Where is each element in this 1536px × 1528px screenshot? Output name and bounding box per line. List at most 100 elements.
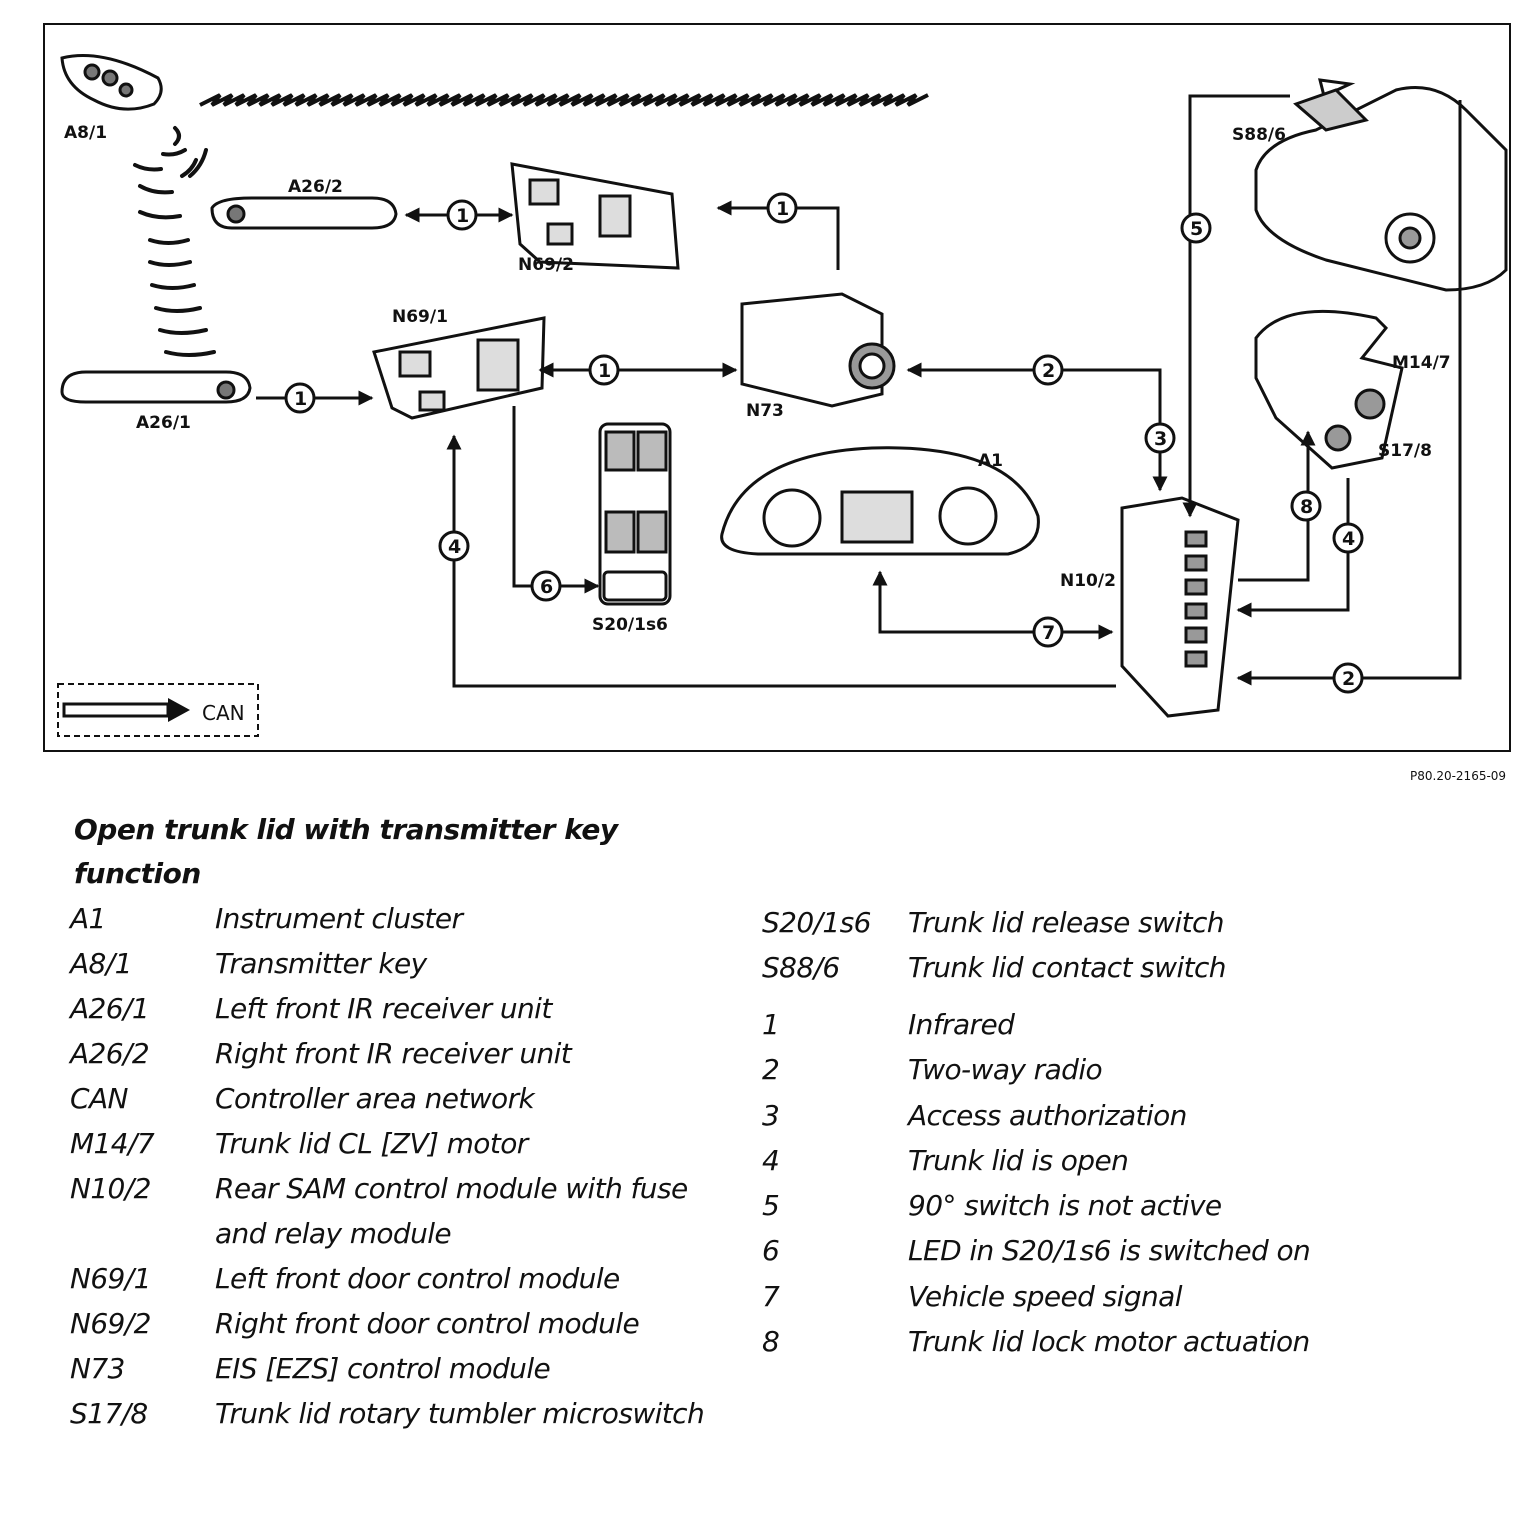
label-s20-1s6: S20/1s6 <box>592 615 668 635</box>
legend-code: 5 <box>762 1189 780 1223</box>
legend-desc: Vehicle speed signal <box>908 1279 1182 1313</box>
legend-desc: Instrument cluster <box>215 902 463 935</box>
signal-number-markers <box>284 192 1364 694</box>
legend-desc: Access authorization <box>908 1098 1187 1132</box>
can-key-label: CAN <box>202 701 245 725</box>
legend-desc: Two-way radio <box>908 1053 1103 1087</box>
legend-desc: Trunk lid release switch <box>908 906 1224 939</box>
legend-code: 3 <box>762 1098 780 1132</box>
legend-item: A26/2 Right front IR receiver unit <box>70 1031 730 1076</box>
legend-code: S88/6 <box>762 951 840 984</box>
legend-code: 6 <box>762 1234 780 1268</box>
legend: Open trunk lid with transmitter key func… <box>0 800 1536 1528</box>
legend-item: N69/2 Right front door control module <box>70 1301 730 1346</box>
legend-desc: Trunk lid rotary tumbler microswitch <box>215 1397 705 1430</box>
label-n73: N73 <box>746 401 784 421</box>
label-a1: A1 <box>978 451 1003 471</box>
rear-sam-module-icon <box>1120 496 1240 718</box>
infrared-arcs <box>133 126 216 357</box>
svg-text:1: 1 <box>776 198 789 220</box>
legend-item: S17/8 Trunk lid rotary tumbler microswitc… <box>70 1391 730 1436</box>
can-key-arrow <box>62 698 190 722</box>
door-module-left-icon <box>372 316 546 420</box>
legend-desc: 90° switch is not active <box>908 1189 1222 1223</box>
legend-desc: Right front IR receiver unit <box>215 1037 572 1070</box>
legend-desc: Left front IR receiver unit <box>215 992 552 1025</box>
legend-code: 1 <box>762 1008 780 1041</box>
legend-code: A26/2 <box>70 1037 150 1070</box>
legend-item: S20/1s6 Trunk lid release switch <box>762 900 1462 945</box>
legend-title: Open trunk lid with transmitter key func… <box>74 813 618 890</box>
legend-desc: EIS [EZS] control module <box>215 1352 551 1385</box>
eis-module-icon <box>740 292 896 408</box>
legend-desc: LED in S20/1s6 is switched on <box>908 1234 1311 1268</box>
label-n69-1: N69/1 <box>392 307 448 327</box>
label-s17-8: S17/8 <box>1378 441 1432 461</box>
instrument-cluster-icon <box>720 446 1040 556</box>
label-n10-2: N10/2 <box>1060 571 1116 591</box>
legend-code: A8/1 <box>70 947 132 980</box>
legend-right-components: S20/1s6 Trunk lid release switch S88/6 Tru… <box>762 900 1462 990</box>
legend-item: N10/2 Rear SAM control module with fuse a… <box>70 1166 730 1256</box>
ir-receiver-right-icon <box>210 196 398 230</box>
legend-desc: Left front door control module <box>215 1262 620 1295</box>
legend-code: S20/1s6 <box>762 906 871 939</box>
legend-code: N10/2 <box>70 1172 151 1205</box>
figure-code: P80.20-2165-09 <box>1410 769 1506 783</box>
legend-item: N69/1 Left front door control module <box>70 1256 730 1301</box>
legend-code: N69/1 <box>70 1262 151 1295</box>
legend-desc: Right front door control module <box>215 1307 640 1340</box>
legend-item: 5 90° switch is not active <box>762 1183 1462 1228</box>
legend-item: 6 LED in S20/1s6 is switched on <box>762 1228 1462 1273</box>
svg-text:2: 2 <box>1042 360 1055 382</box>
label-a26-1: A26/1 <box>136 413 191 433</box>
legend-desc: Trunk lid lock motor actuation <box>908 1325 1310 1359</box>
legend-desc: Controller area network <box>215 1082 535 1115</box>
legend-desc: Trunk lid CL [ZV] motor <box>215 1127 528 1160</box>
svg-text:2: 2 <box>1342 668 1355 690</box>
legend-code: A26/1 <box>70 992 150 1025</box>
legend-desc: Trunk lid contact switch <box>908 951 1227 984</box>
svg-text:7: 7 <box>1042 622 1055 644</box>
infrared-wave <box>199 93 929 107</box>
label-a8-1: A8/1 <box>64 123 107 143</box>
legend-desc: Infrared <box>908 1008 1015 1041</box>
legend-item: A8/1 Transmitter key <box>70 941 730 986</box>
transmitter-key-icon <box>60 54 163 111</box>
legend-code: 2 <box>762 1053 780 1087</box>
svg-text:1: 1 <box>294 388 307 410</box>
svg-text:1: 1 <box>456 205 469 227</box>
legend-item: S88/6 Trunk lid contact switch <box>762 945 1462 990</box>
svg-text:8: 8 <box>1300 496 1313 518</box>
diagram-frame <box>43 23 1511 752</box>
can-key-box <box>57 683 259 737</box>
legend-desc: Transmitter key <box>215 947 427 980</box>
door-module-right-icon <box>510 162 680 270</box>
legend-right-signals: 1 Infrared 2 Two-way radio 3 Access authori… <box>762 1002 1462 1364</box>
label-s88-6: S88/6 <box>1232 125 1286 145</box>
legend-item: A26/1 Left front IR receiver unit <box>70 986 730 1031</box>
label-a26-2: A26/2 <box>288 177 343 197</box>
legend-item: 1 Infrared <box>762 1002 1462 1047</box>
legend-desc: Rear SAM control module with fuse and re… <box>215 1172 688 1250</box>
svg-text:5: 5 <box>1190 218 1203 240</box>
svg-text:4: 4 <box>448 536 461 558</box>
system-diagram: A8/1 A26/2 A26/1 N69/2 N69/1 N73 S20/1 <box>43 23 1511 783</box>
legend-code: 8 <box>762 1325 780 1359</box>
legend-code: S17/8 <box>70 1397 148 1430</box>
ir-receiver-left-icon <box>60 370 252 404</box>
svg-text:3: 3 <box>1154 428 1167 450</box>
legend-item: 8 Trunk lid lock motor actuation <box>762 1319 1462 1364</box>
label-m14-7: M14/7 <box>1392 353 1451 373</box>
legend-code: N69/2 <box>70 1307 151 1340</box>
legend-item: 2 Two-way radio <box>762 1047 1462 1092</box>
legend-desc: Trunk lid is open <box>908 1143 1129 1177</box>
